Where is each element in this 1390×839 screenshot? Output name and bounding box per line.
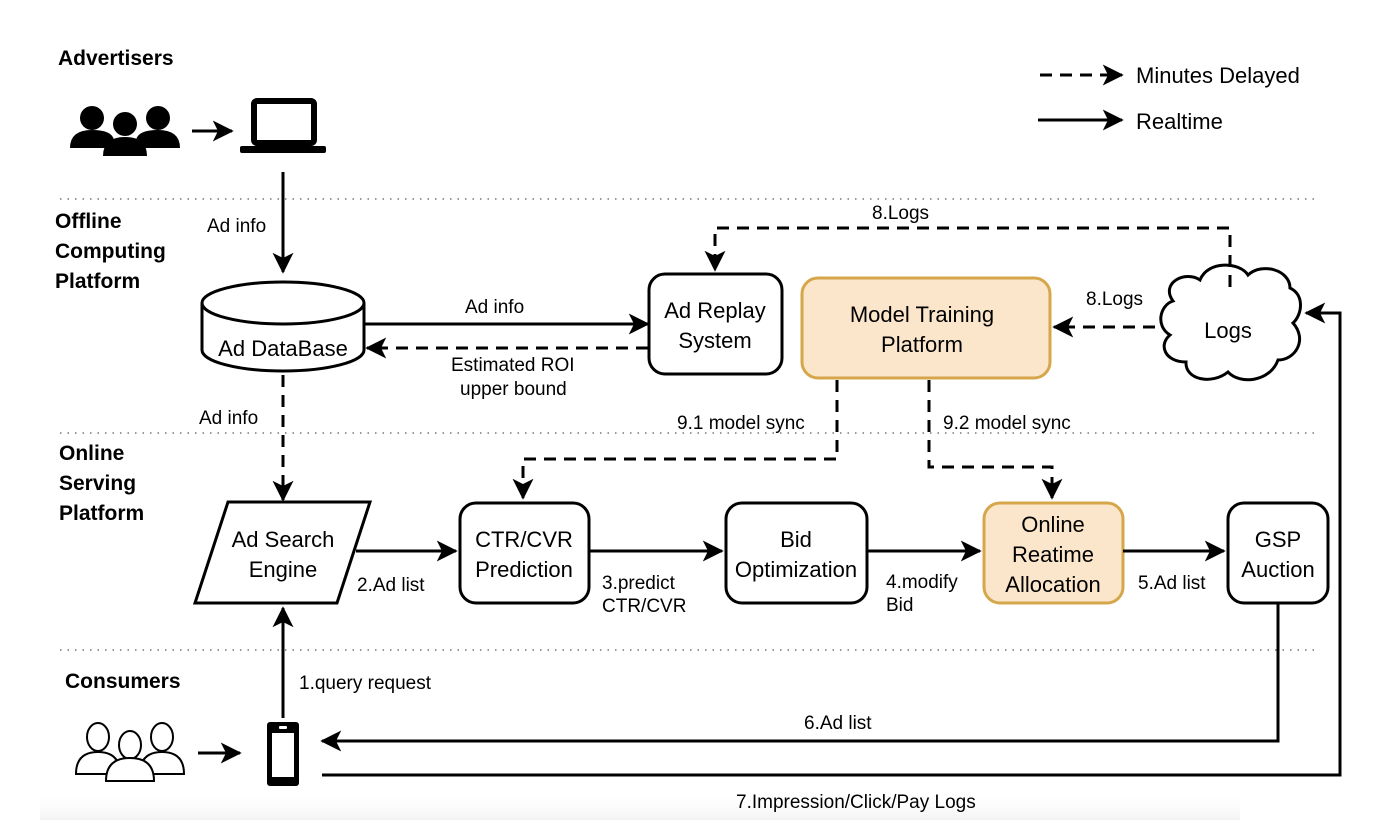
section-title-offline-2: Computing xyxy=(55,240,166,263)
online-alloc-label-1: Online xyxy=(1021,512,1085,537)
section-title-online-1: Online xyxy=(59,442,124,465)
edge-label-predict-1: 3.predict xyxy=(602,573,676,594)
edge-label-predict-2: CTR/CVR xyxy=(602,596,686,617)
edge-label-roi-1: Estimated ROI xyxy=(451,355,575,376)
edge-label-roi-2: upper bound xyxy=(460,379,567,400)
edge-label-ad-list-5: 5.Ad list xyxy=(1138,573,1206,594)
edge-label-sync-1: 9.1 model sync xyxy=(677,413,805,434)
legend-solid-label: Realtime xyxy=(1136,109,1223,134)
bid-opt-label-2: Optimization xyxy=(735,557,857,582)
logs-label: Logs xyxy=(1204,318,1252,343)
gsp-to-phone-arrow xyxy=(320,603,1280,752)
ad-search-engine-node[interactable]: Ad Search Engine xyxy=(192,500,373,605)
edge-label-modify-2: Bid xyxy=(886,595,913,616)
advertisers-group-icon xyxy=(70,106,180,156)
edge-label-ad-info-top: Ad info xyxy=(207,216,266,237)
model-training-platform-node[interactable]: Model Training Platform xyxy=(800,276,1052,380)
online-realtime-allocation-node[interactable]: Online Reatime Allocation xyxy=(982,501,1125,605)
ad-database-node[interactable]: Ad DataBase xyxy=(200,280,366,373)
laptop-icon xyxy=(240,98,326,153)
model-training-label-1: Model Training xyxy=(850,302,994,327)
ad-replay-label-1: Ad Replay xyxy=(664,298,766,323)
ctr-cvr-label-1: CTR/CVR xyxy=(475,527,573,552)
ad-replay-system-node[interactable]: Ad Replay System xyxy=(647,272,784,376)
model-training-label-2: Platform xyxy=(881,332,963,357)
model-sync-2-arrow xyxy=(927,380,1063,500)
ad-database-label: Ad DataBase xyxy=(218,336,348,361)
section-title-advertisers: Advertisers xyxy=(58,47,174,70)
edge-label-query: 1.query request xyxy=(299,673,432,694)
legend: Minutes Delayed Realtime xyxy=(1038,63,1300,134)
ad-search-label-1: Ad Search xyxy=(232,527,335,552)
section-title-offline-1: Offline xyxy=(55,210,122,233)
ad-search-label-2: Engine xyxy=(249,557,318,582)
bid-opt-label-1: Bid xyxy=(780,527,812,552)
section-title-offline-3: Platform xyxy=(55,270,140,293)
section-title-online-3: Platform xyxy=(59,502,144,525)
section-title-online-2: Serving xyxy=(59,472,136,495)
edge-label-ad-list-2: 2.Ad list xyxy=(357,575,425,596)
online-alloc-label-3: Allocation xyxy=(1005,572,1100,597)
consumers-group-icon xyxy=(74,722,186,782)
logs-cloud-node[interactable]: Logs xyxy=(1159,263,1302,382)
edge-label-impression: 7.Impression/Click/Pay Logs xyxy=(736,792,976,813)
legend-dashed-label: Minutes Delayed xyxy=(1136,63,1300,88)
online-alloc-label-2: Reatime xyxy=(1012,542,1094,567)
edge-label-ad-info-down: Ad info xyxy=(199,408,258,429)
mobile-phone-icon xyxy=(267,722,299,786)
model-sync-1-arrow xyxy=(512,380,839,500)
section-title-consumers: Consumers xyxy=(65,670,181,693)
ad-replay-label-2: System xyxy=(678,328,751,353)
gsp-auction-node[interactable]: GSP Auction xyxy=(1226,501,1330,605)
bottom-fade xyxy=(40,790,1240,820)
edge-label-sync-2: 9.2 model sync xyxy=(943,413,1071,434)
phone-to-logs-arrow xyxy=(322,302,1342,777)
edge-label-modify-1: 4.modify xyxy=(886,572,958,593)
ctr-cvr-label-2: Prediction xyxy=(475,557,573,582)
edge-label-ad-info-replay: Ad info xyxy=(465,297,524,318)
edge-label-logs-side: 8.Logs xyxy=(1086,289,1143,310)
gsp-label-2: Auction xyxy=(1241,557,1314,582)
ctr-cvr-prediction-node[interactable]: CTR/CVR Prediction xyxy=(458,501,591,605)
bid-optimization-node[interactable]: Bid Optimization xyxy=(724,501,869,605)
edge-label-ad-list-6: 6.Ad list xyxy=(804,713,872,734)
logs-to-replay-arrow xyxy=(704,226,1232,287)
gsp-label-1: GSP xyxy=(1255,527,1301,552)
edge-label-logs-top: 8.Logs xyxy=(872,203,929,224)
